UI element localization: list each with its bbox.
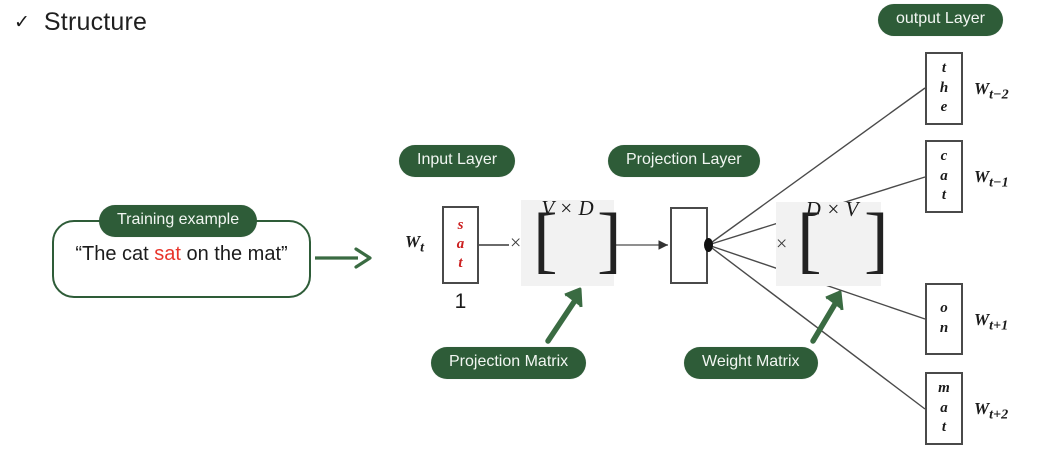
output-box-label-base: W [974, 399, 990, 418]
output-token: m [938, 379, 950, 396]
slide-title-row: ✓ Structure [14, 8, 147, 37]
projection-layer-pill-label: Projection Layer [608, 145, 760, 177]
projection-matrix-block [521, 200, 614, 286]
check-icon: ✓ [14, 12, 30, 33]
projection-bracket-close: ] [597, 199, 622, 281]
output-box-label-sub: t−2 [989, 86, 1009, 103]
input-layer-pill-label: Input Layer [399, 145, 516, 177]
output-token: t [941, 419, 947, 436]
weight-multiply-sign: × [776, 233, 788, 255]
output-token: t [941, 187, 947, 204]
output-token: t [941, 59, 947, 76]
fanout-node [704, 238, 713, 252]
weight-matrix-callout-pill: Weight Matrix [684, 347, 818, 379]
output-token: o [940, 300, 948, 317]
projection-multiply-sign: × [510, 232, 522, 254]
output-box-label: Wt+2 [974, 399, 1008, 423]
output-box-label-base: W [974, 79, 990, 98]
output-box-label-base: W [974, 310, 990, 329]
output-box-label-sub: t−1 [989, 174, 1009, 191]
sentence-highlight-word: sat [154, 243, 181, 265]
input-vector-label-base: W [405, 232, 421, 251]
projection-bracket-open: [ [533, 199, 558, 281]
arrow-training-to-input [315, 247, 372, 269]
projection-matrix-callout-pill: Projection Matrix [431, 347, 587, 379]
sentence-prefix: “The cat [75, 243, 155, 265]
output-box-label-sub: t+2 [989, 406, 1009, 423]
training-example-pill: Training example [99, 205, 258, 237]
output-box: c a t [925, 140, 963, 213]
input-token: t [458, 254, 463, 271]
arrow-projection-matrix-callout [545, 287, 583, 344]
output-box: o n [925, 283, 963, 355]
output-box-label: Wt−1 [974, 167, 1009, 191]
output-box-label: Wt−2 [974, 79, 1009, 103]
input-vector-label: Wt [405, 232, 424, 256]
input-token: a [456, 236, 465, 253]
input-vector-box: s a t [442, 206, 479, 284]
output-token: n [939, 320, 949, 336]
training-example-pill-label: Training example [99, 205, 258, 237]
projection-layer-box [670, 207, 708, 284]
projection-layer-pill: Projection Layer [608, 145, 760, 177]
output-box: t h e [925, 52, 963, 125]
input-token: s [457, 217, 464, 234]
output-token: a [940, 167, 948, 184]
input-to-matrix-line [479, 244, 509, 246]
arrow-weight-matrix-callout [810, 290, 844, 344]
output-layer-pill: output Layer [878, 4, 1003, 36]
weight-matrix-callout-label: Weight Matrix [684, 347, 818, 379]
output-token: h [939, 79, 949, 96]
output-box-label-sub: t+1 [989, 317, 1009, 334]
output-box-label: Wt+1 [974, 310, 1008, 334]
projection-matrix-dims: V × D [541, 196, 594, 220]
input-layer-pill: Input Layer [399, 145, 516, 177]
output-token: a [940, 399, 948, 416]
weight-bracket-open: [ [797, 199, 822, 281]
output-box-label-base: W [974, 167, 990, 186]
sentence-suffix: on the mat” [180, 243, 288, 265]
input-vector-label-sub: t [420, 239, 425, 256]
output-token: c [940, 147, 948, 164]
output-box: m a t [925, 372, 963, 445]
input-vector-count: 1 [454, 290, 467, 313]
training-example-sentence: “The cat sat on the mat” [52, 243, 311, 266]
projection-matrix-callout-label: Projection Matrix [431, 347, 587, 379]
output-layer-pill-label: output Layer [878, 4, 1003, 36]
page-title: Structure [43, 8, 148, 36]
output-token: e [940, 99, 948, 116]
weight-bracket-close: ] [864, 199, 889, 281]
